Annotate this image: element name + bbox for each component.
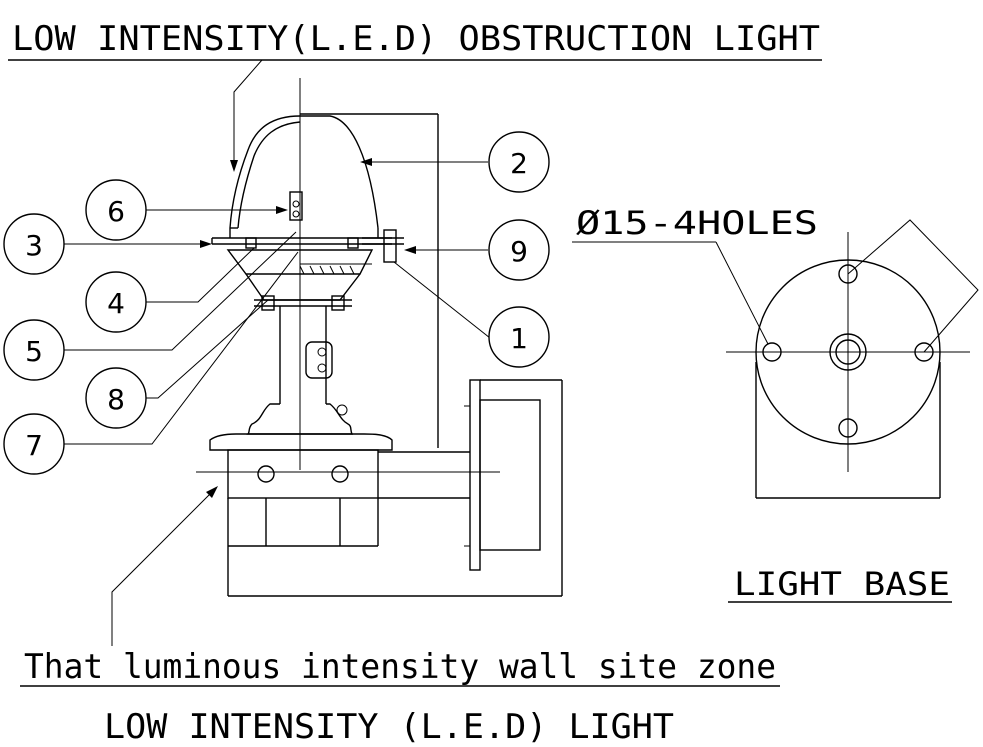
balloon-3-label: 3 bbox=[25, 229, 43, 262]
balloon-3: 3 bbox=[3, 213, 65, 275]
footer-label: LOW INTENSITY (L.E.D) LIGHT bbox=[104, 707, 674, 747]
hole-note: Ø15-4HOLES bbox=[576, 204, 818, 242]
balloon-4-label: 4 bbox=[107, 287, 125, 320]
wall-bracket bbox=[196, 379, 563, 597]
drawing-title: LOW INTENSITY(L.E.D) OBSTRUCTION LIGHT bbox=[12, 19, 820, 59]
balloon-9: 9 bbox=[488, 219, 550, 281]
balloon-6-label: 6 bbox=[107, 195, 125, 228]
balloon-2-label: 2 bbox=[510, 147, 528, 180]
balloon-6: 6 bbox=[85, 179, 147, 241]
balloon-5-label: 5 bbox=[25, 335, 43, 368]
balloon-2: 2 bbox=[488, 131, 550, 193]
balloon-8-label: 8 bbox=[107, 383, 125, 416]
balloon-9-label: 9 bbox=[510, 235, 528, 268]
balloon-5: 5 bbox=[3, 319, 65, 381]
zone-label: That luminous intensity wall site zone bbox=[24, 647, 776, 687]
balloon-7-label: 7 bbox=[25, 429, 43, 462]
balloon-7: 7 bbox=[3, 413, 65, 475]
base-label: LIGHT BASE bbox=[734, 565, 950, 603]
light-base-plan: Ø15-4HOLES LIGHT BASE bbox=[572, 204, 979, 603]
balloon-1: 1 bbox=[488, 306, 550, 368]
balloon-8: 8 bbox=[85, 367, 147, 429]
light-assembly bbox=[209, 78, 439, 470]
balloon-1-label: 1 bbox=[510, 322, 528, 355]
balloon-4: 4 bbox=[85, 271, 147, 333]
leaders bbox=[64, 59, 491, 646]
